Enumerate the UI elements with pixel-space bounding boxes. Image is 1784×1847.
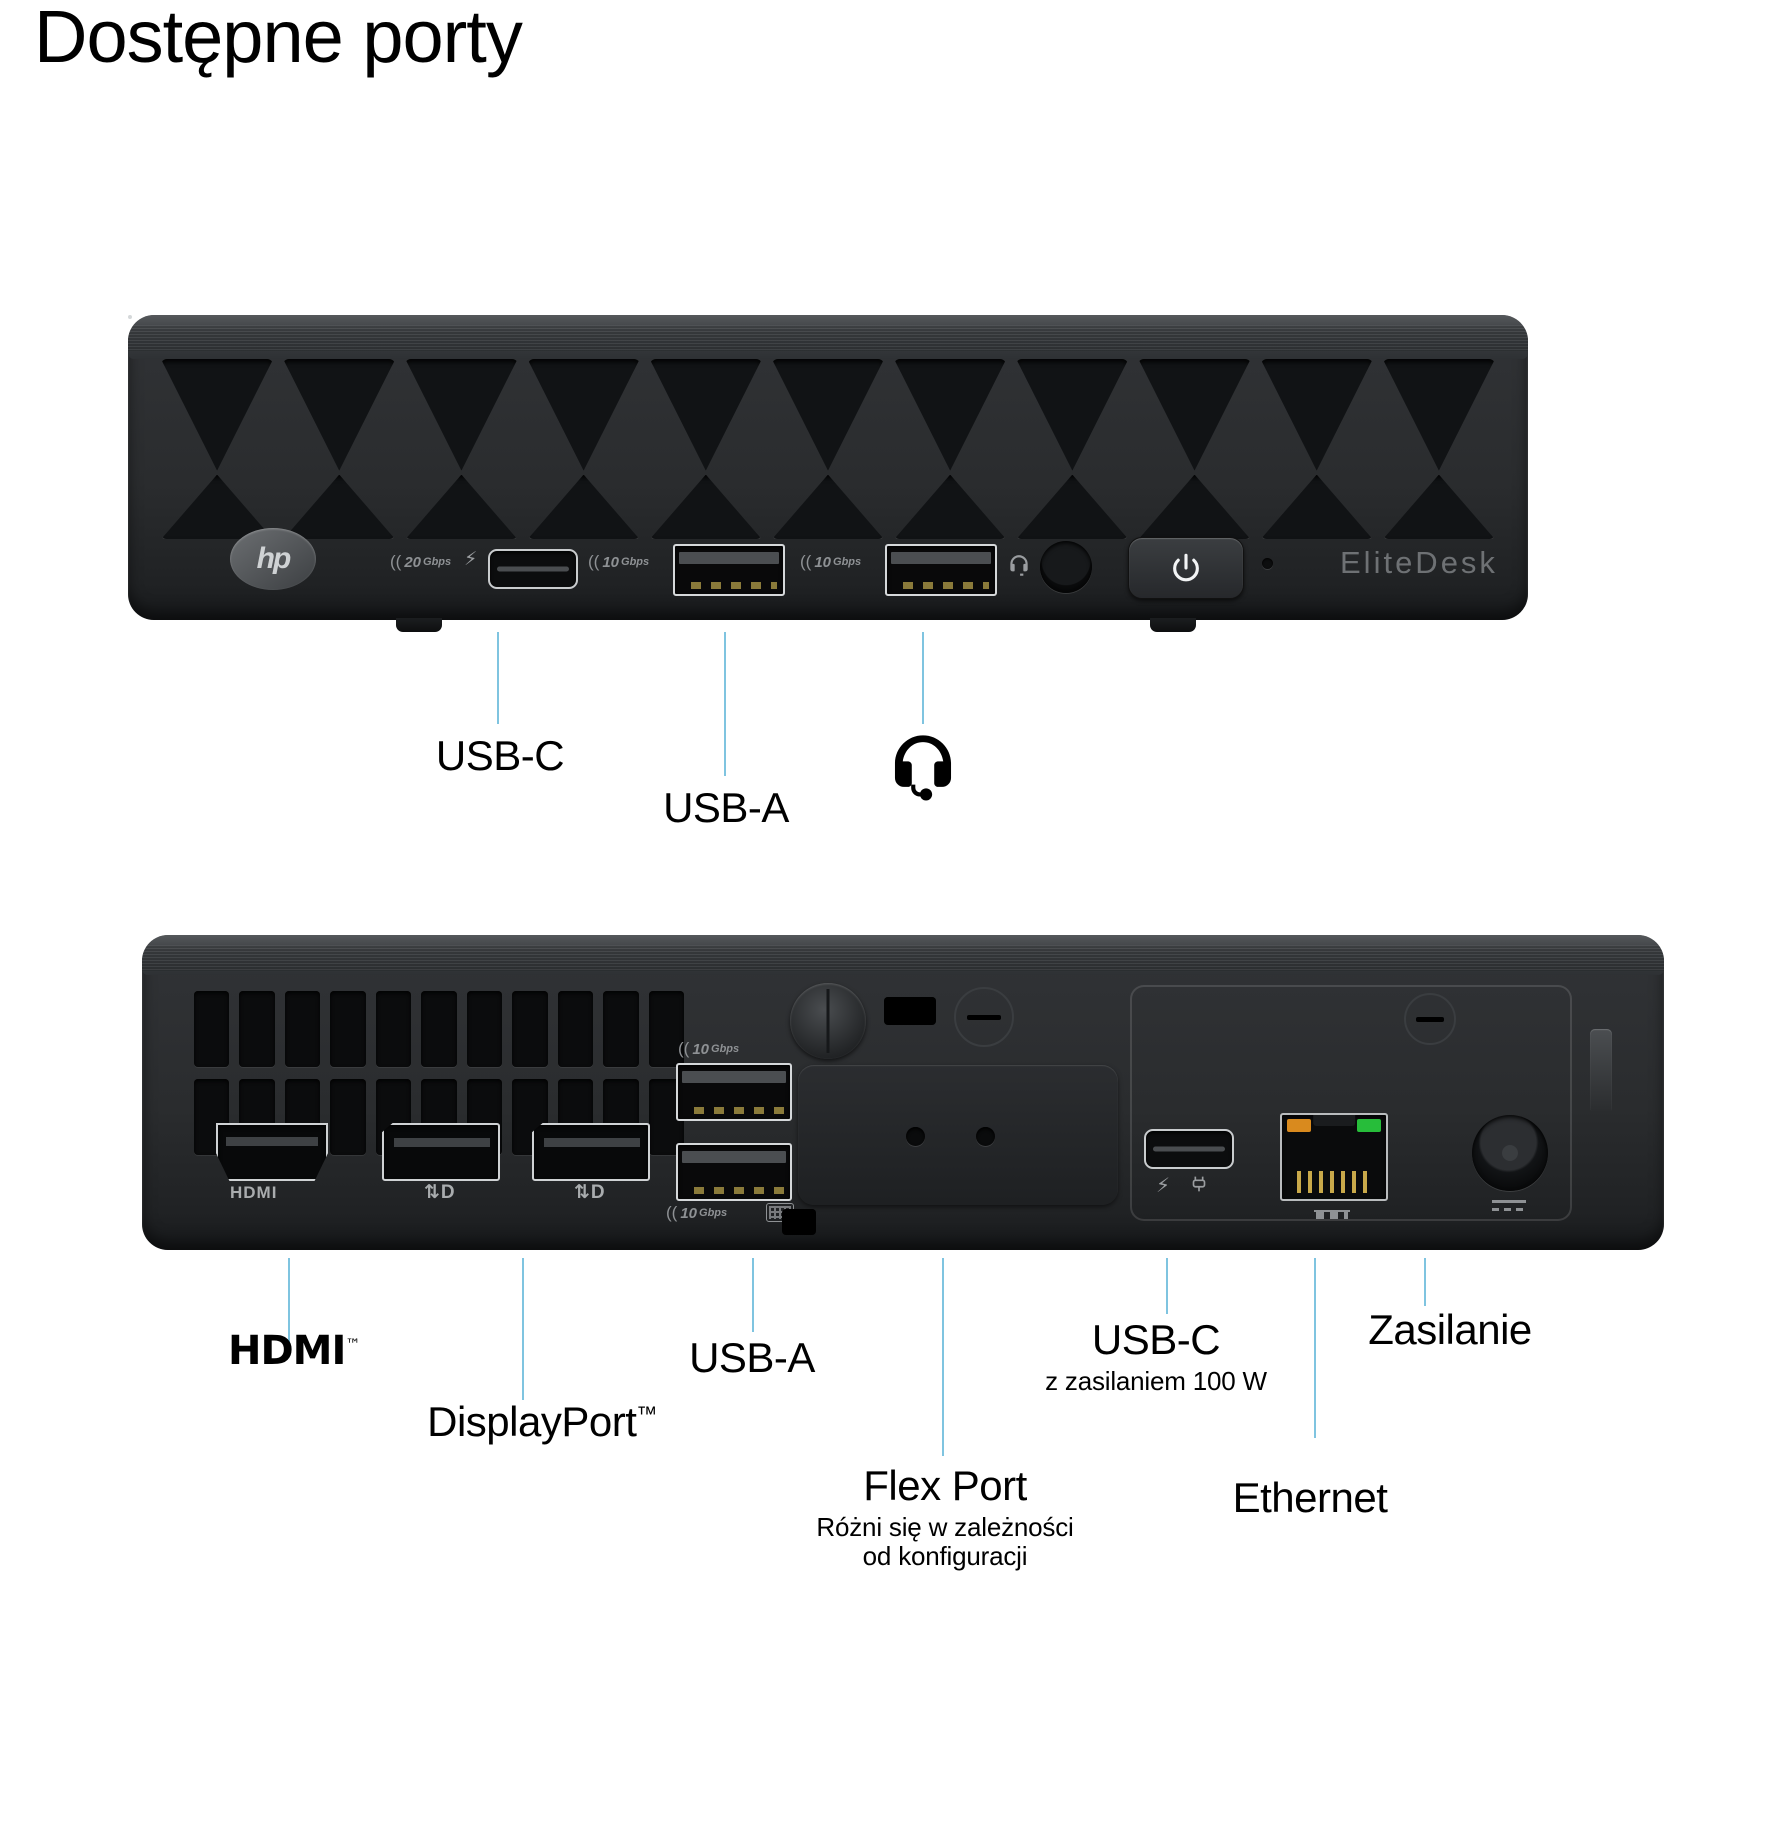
power-icon — [1173, 553, 1199, 582]
displayport-2[interactable] — [532, 1123, 650, 1181]
rear-vent-slot — [375, 991, 412, 1067]
usb-a-port-rear-1[interactable] — [676, 1063, 792, 1121]
rj45-tab — [1313, 1115, 1355, 1126]
displayport-1[interactable] — [382, 1123, 500, 1181]
hdmi-port-mark: HDMI — [230, 1183, 278, 1202]
displayport-1-mark: ⇅D — [424, 1182, 456, 1203]
rear-vent-slot — [512, 991, 548, 1067]
callout-usb-a-rear: USB-A — [689, 1334, 815, 1381]
headset-icon — [884, 728, 962, 811]
front-chassis — [128, 315, 1528, 620]
callout-usb-a-front: USB-A — [663, 784, 789, 831]
callout-usb-c-rear: USB-C z zasilaniem 100 W — [1045, 1316, 1267, 1397]
leader-ethernet — [1314, 1258, 1316, 1438]
hdmi-port[interactable] — [216, 1123, 328, 1181]
chassis-foot-left — [396, 618, 442, 632]
leader-hdmi — [288, 1258, 290, 1354]
usb-a-port-rear-2[interactable] — [676, 1143, 792, 1201]
headset-jack-port[interactable] — [1040, 541, 1092, 593]
rear-vent-slot — [239, 991, 275, 1067]
security-lock-slot — [884, 997, 936, 1025]
callout-ethernet: Ethernet — [1232, 1474, 1388, 1521]
rear-vent-slot — [421, 991, 457, 1067]
rear-chassis-top-lip — [142, 935, 1664, 975]
network-icon — [1314, 1203, 1350, 1219]
rear-vent-slot — [194, 991, 230, 1067]
leader-power — [1424, 1258, 1426, 1306]
thunderbolt-icon-rear: ⚡ — [1156, 1175, 1171, 1197]
power-delivery-icon — [1188, 1173, 1210, 1195]
rear-vent-slot — [284, 991, 321, 1067]
usb-a-port-front-1[interactable] — [673, 544, 785, 596]
rear-side-tab — [1590, 1029, 1612, 1113]
leader-usba-front — [724, 632, 726, 776]
rear-vent-slot — [466, 991, 503, 1067]
leader-displayport — [522, 1258, 524, 1400]
power-button[interactable] — [1128, 537, 1244, 599]
leader-flex-port — [942, 1258, 944, 1456]
flex-port-panel[interactable] — [798, 1065, 1118, 1205]
lower-lock-slot — [782, 1209, 816, 1235]
leader-usba-rear — [752, 1258, 754, 1332]
usb-a-port-front-2[interactable] — [885, 544, 997, 596]
usb-c-port-front[interactable] — [488, 549, 578, 589]
page-title: Dostępne porty — [34, 0, 523, 78]
chassis-foot-right — [1150, 618, 1196, 632]
rear-vent-slot — [330, 991, 366, 1067]
rear-padlock-loop — [1404, 993, 1456, 1045]
front-vent-grille — [156, 359, 1500, 539]
leader-usbc-front — [497, 632, 499, 724]
dc-icon — [1492, 1199, 1526, 1212]
leader-usbc-rear — [1166, 1258, 1168, 1314]
rear-vent-slot — [330, 1079, 366, 1155]
hp-logo: hp — [230, 528, 316, 590]
displayport-2-mark: ⇅D — [574, 1182, 606, 1203]
ethernet-led-right — [1356, 1119, 1381, 1132]
activity-led — [1262, 558, 1273, 569]
padlock-loop — [954, 987, 1014, 1047]
flex-port-hole-right — [976, 1127, 995, 1146]
callout-displayport: DisplayPort™ — [427, 1398, 657, 1445]
chassis-top-lip — [128, 315, 1528, 359]
flex-port-hole-left — [906, 1127, 925, 1146]
thumbscrew[interactable] — [790, 983, 866, 1059]
thunderbolt-icon: ⚡ — [464, 549, 478, 570]
rear-vent-slot — [557, 991, 594, 1067]
rj45-contacts — [1296, 1171, 1372, 1193]
callout-usb-c-front: USB-C — [435, 732, 565, 779]
power-connector[interactable] — [1472, 1115, 1548, 1191]
callout-power: Zasilanie — [1368, 1306, 1532, 1353]
leader-headset-front — [922, 632, 924, 724]
ethernet-led-left — [1287, 1119, 1312, 1132]
usb-c-port-rear[interactable] — [1144, 1129, 1234, 1169]
rear-vent-slot — [603, 991, 639, 1067]
callout-flex-port: Flex Port Różni się w zależności od konf… — [816, 1462, 1074, 1572]
ethernet-port[interactable] — [1280, 1113, 1388, 1201]
headset-icon-small — [1006, 553, 1032, 579]
product-brand-name: EliteDesk — [1340, 545, 1498, 580]
callout-hdmi: HDMI™ — [228, 1328, 361, 1374]
rear-vent-slot — [648, 991, 684, 1067]
